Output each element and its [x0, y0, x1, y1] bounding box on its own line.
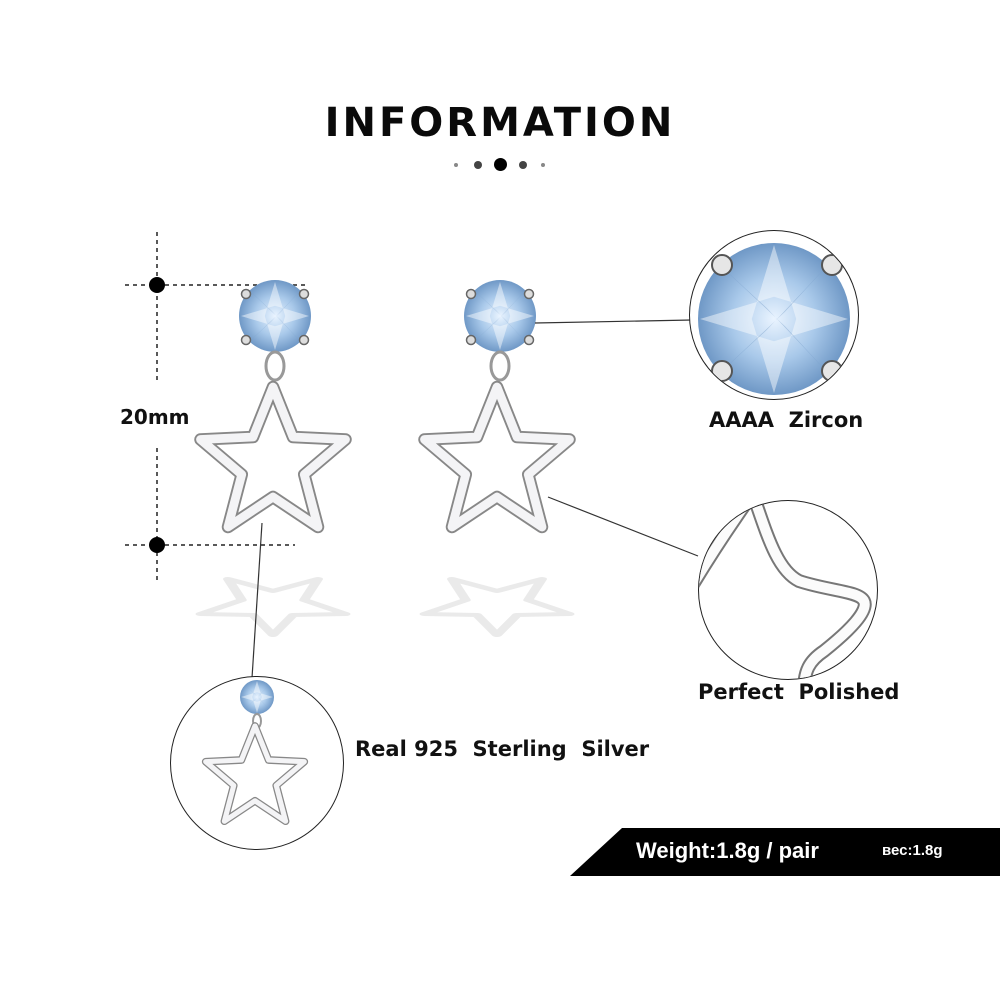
dot-icon	[494, 158, 507, 171]
weight-label: Weight:1.8g / pair	[636, 838, 819, 863]
earring-right	[425, 280, 570, 635]
leader-lines	[251, 319, 699, 679]
dot-icon	[541, 163, 545, 167]
weight-label-russian: вес:1.8g	[882, 842, 943, 859]
earring-left	[201, 280, 346, 635]
dimension-dot-top	[149, 277, 165, 293]
zircon-detail-circle	[689, 230, 859, 400]
dot-icon	[474, 161, 482, 169]
feature-label-silver: Real 925 Sterling Silver	[355, 737, 650, 761]
feature-label-polished: Perfect Polished	[698, 680, 900, 704]
polished-star-closeup-icon	[699, 501, 872, 679]
feature-label-zircon: AAAA Zircon	[709, 408, 864, 432]
dot-icon	[519, 161, 527, 169]
zircon-gem-icon	[698, 243, 850, 395]
dimension-label: 20mm	[120, 405, 190, 429]
dimension-dot-bottom	[149, 537, 165, 553]
weight-banner: Weight:1.8g / pair вес:1.8g	[570, 828, 1000, 876]
polished-detail-circle	[698, 500, 878, 680]
dimension-lines	[125, 232, 305, 582]
dot-icon	[454, 163, 458, 167]
page-title: INFORMATION	[324, 100, 676, 146]
earring-thumbnail-icon	[171, 680, 343, 849]
decorative-dots	[450, 157, 550, 173]
silver-detail-circle	[170, 676, 344, 850]
